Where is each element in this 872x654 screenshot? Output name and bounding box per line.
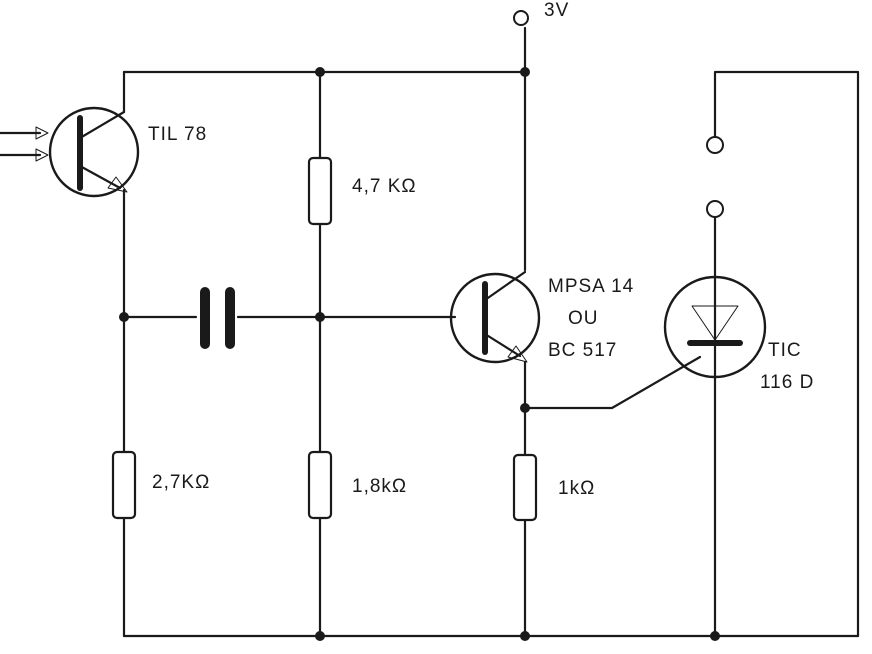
resistor-1k bbox=[512, 453, 538, 522]
switch-terminal-top bbox=[706, 136, 724, 154]
transistor-label-2: OU bbox=[568, 308, 599, 329]
resistor-4k7 bbox=[307, 156, 333, 226]
transistor-label-3: BC 517 bbox=[548, 340, 617, 361]
wiring bbox=[122, 26, 860, 638]
capacitor bbox=[200, 287, 235, 349]
resistor-4k7-label: 4,7 KΩ bbox=[352, 176, 417, 197]
phototransistor-label: TIL 78 bbox=[148, 124, 207, 145]
resistor-1k8-label: 1,8kΩ bbox=[352, 476, 407, 497]
scr-label-1: TIC bbox=[768, 340, 802, 361]
phototransistor-til78 bbox=[0, 106, 140, 198]
supply-label: 3V bbox=[544, 0, 569, 21]
scr-label-2: 116 D bbox=[760, 372, 814, 393]
transistor-mpsa14 bbox=[449, 270, 541, 364]
switch-terminal-bottom bbox=[706, 200, 724, 218]
resistor-2k7 bbox=[111, 450, 137, 520]
transistor-label-1: MPSA 14 bbox=[548, 276, 634, 297]
resistor-1k8 bbox=[307, 450, 333, 520]
supply-terminal bbox=[513, 10, 529, 26]
scr-tic116d bbox=[663, 275, 767, 379]
resistor-2k7-label: 2,7KΩ bbox=[152, 472, 210, 493]
junction-nodes bbox=[119, 67, 720, 641]
resistor-1k-label: 1kΩ bbox=[558, 478, 595, 499]
